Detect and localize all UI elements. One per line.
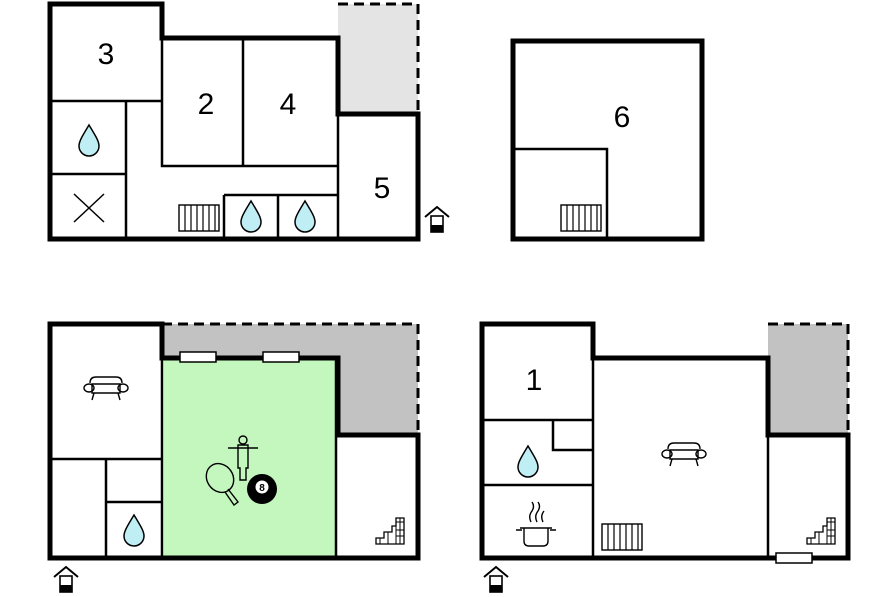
room-label-5: 5 — [374, 172, 391, 205]
water-drop-icon — [123, 514, 145, 547]
stairs-icon — [375, 517, 405, 545]
toilet-x-icon — [73, 193, 105, 223]
pool-ball-icon: 8 — [247, 474, 277, 504]
water-drop-icon — [240, 200, 262, 233]
activity-room — [164, 358, 336, 558]
water-drop-icon — [78, 124, 100, 157]
floor-top-left: 3 2 4 5 — [47, 1, 450, 242]
entrance-icon — [424, 206, 450, 233]
terrace-bottom-left — [162, 324, 418, 435]
foosball-icon — [228, 435, 258, 481]
floor-bottom-right: 1 — [479, 321, 851, 593]
radiator-icon — [178, 204, 220, 232]
sofa-icon — [661, 442, 707, 467]
radiator-icon — [560, 204, 602, 232]
room-label-4: 4 — [280, 88, 297, 121]
stairs-icon — [806, 517, 836, 545]
cooking-pot-icon — [516, 501, 556, 547]
room-label-6: 6 — [614, 101, 631, 134]
floor-bottom-left: 8 — [47, 321, 421, 593]
water-drop-icon — [517, 445, 539, 478]
room-label-1: 1 — [526, 364, 543, 397]
floor-top-right: 6 — [510, 38, 705, 242]
entrance-icon — [483, 566, 509, 593]
svg-text:8: 8 — [259, 483, 265, 494]
ping-pong-icon — [205, 462, 239, 506]
room-label-3: 3 — [98, 38, 115, 71]
terrace-bottom-right — [768, 324, 848, 435]
radiator-icon — [601, 523, 643, 551]
sofa-icon — [83, 376, 129, 401]
entrance-icon — [53, 566, 79, 593]
water-drop-icon — [294, 200, 316, 233]
terrace-top-left — [338, 4, 418, 112]
room-label-2: 2 — [198, 88, 215, 121]
